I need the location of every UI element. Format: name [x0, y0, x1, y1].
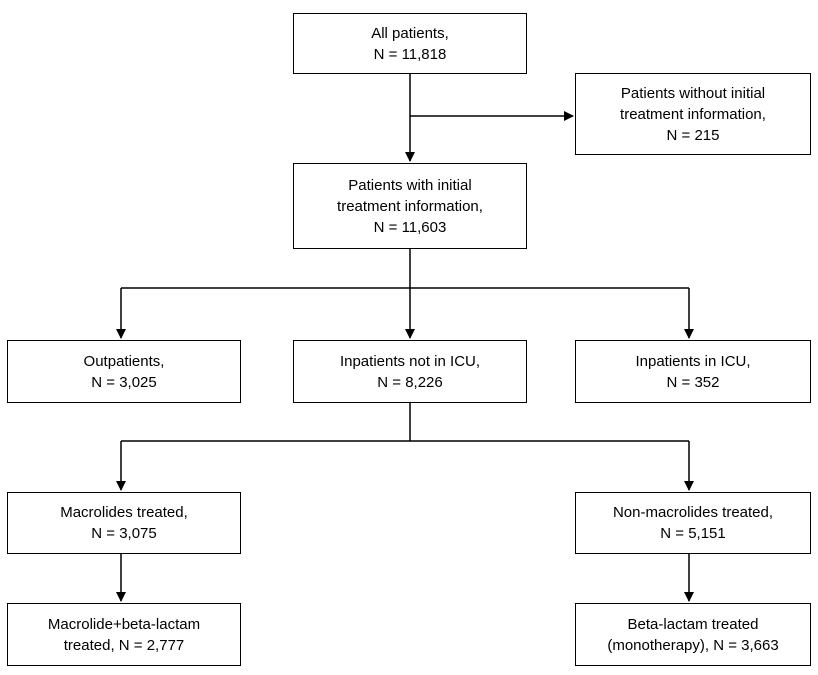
box-with-line-3: N = 11,603	[373, 218, 447, 236]
box-macrolide-beta-line-2: treated, N = 2,777	[63, 636, 185, 654]
box-inpatients-not-icu: Inpatients not in ICU, N = 8,226	[293, 340, 527, 403]
box-all-patients: All patients, N = 11,818	[293, 13, 527, 74]
box-all-patients-line-1: All patients,	[371, 24, 449, 42]
box-non-macrolides-line-2: N = 5,151	[660, 525, 726, 542]
box-patients-without-treatment-info: Patients without initial treatment infor…	[575, 73, 811, 155]
box-macrolide-beta-line-1: Macrolide+beta-lactam	[47, 615, 201, 633]
box-beta-lactam-monotherapy: Beta-lactam treated (monotherapy), N = 3…	[575, 603, 811, 666]
box-inpatients-icu: Inpatients in ICU, N = 352	[575, 340, 811, 403]
box-outpatients-line-2: N = 3,025	[91, 373, 157, 391]
box-beta-mono-line-2: (monotherapy), N = 3,663	[607, 636, 779, 654]
box-without-line-3: N = 215	[666, 126, 720, 144]
box-with-line-2: treatment information,	[337, 197, 483, 215]
box-non-macrolides-line-1: Non-macrolides treated,	[612, 504, 774, 521]
box-non-macrolides-treated: Non-macrolides treated, N = 5,151	[575, 492, 811, 554]
box-with-line-1: Patients with initial	[348, 176, 472, 194]
box-inpatients-not-icu-line-2: N = 8,226	[377, 373, 443, 391]
box-inpatients-icu-line-1: Inpatients in ICU,	[635, 352, 751, 370]
box-without-line-2: treatment information,	[620, 105, 766, 123]
box-without-line-1: Patients without initial	[620, 84, 766, 102]
box-outpatients: Outpatients, N = 3,025	[7, 340, 241, 403]
box-beta-mono-line-1: Beta-lactam treated	[627, 615, 759, 633]
box-macrolides-line-1: Macrolides treated,	[60, 504, 188, 521]
box-outpatients-line-1: Outpatients,	[83, 352, 165, 370]
box-inpatients-not-icu-line-1: Inpatients not in ICU,	[339, 352, 481, 370]
box-macrolides-line-2: N = 3,075	[91, 525, 157, 542]
box-patients-with-treatment-info: Patients with initial treatment informat…	[293, 163, 527, 249]
box-macrolides-treated: Macrolides treated, N = 3,075	[7, 492, 241, 554]
box-inpatients-icu-line-2: N = 352	[666, 373, 720, 391]
box-macrolide-beta-lactam: Macrolide+beta-lactam treated, N = 2,777	[7, 603, 241, 666]
box-all-patients-line-2: N = 11,818	[373, 45, 447, 63]
